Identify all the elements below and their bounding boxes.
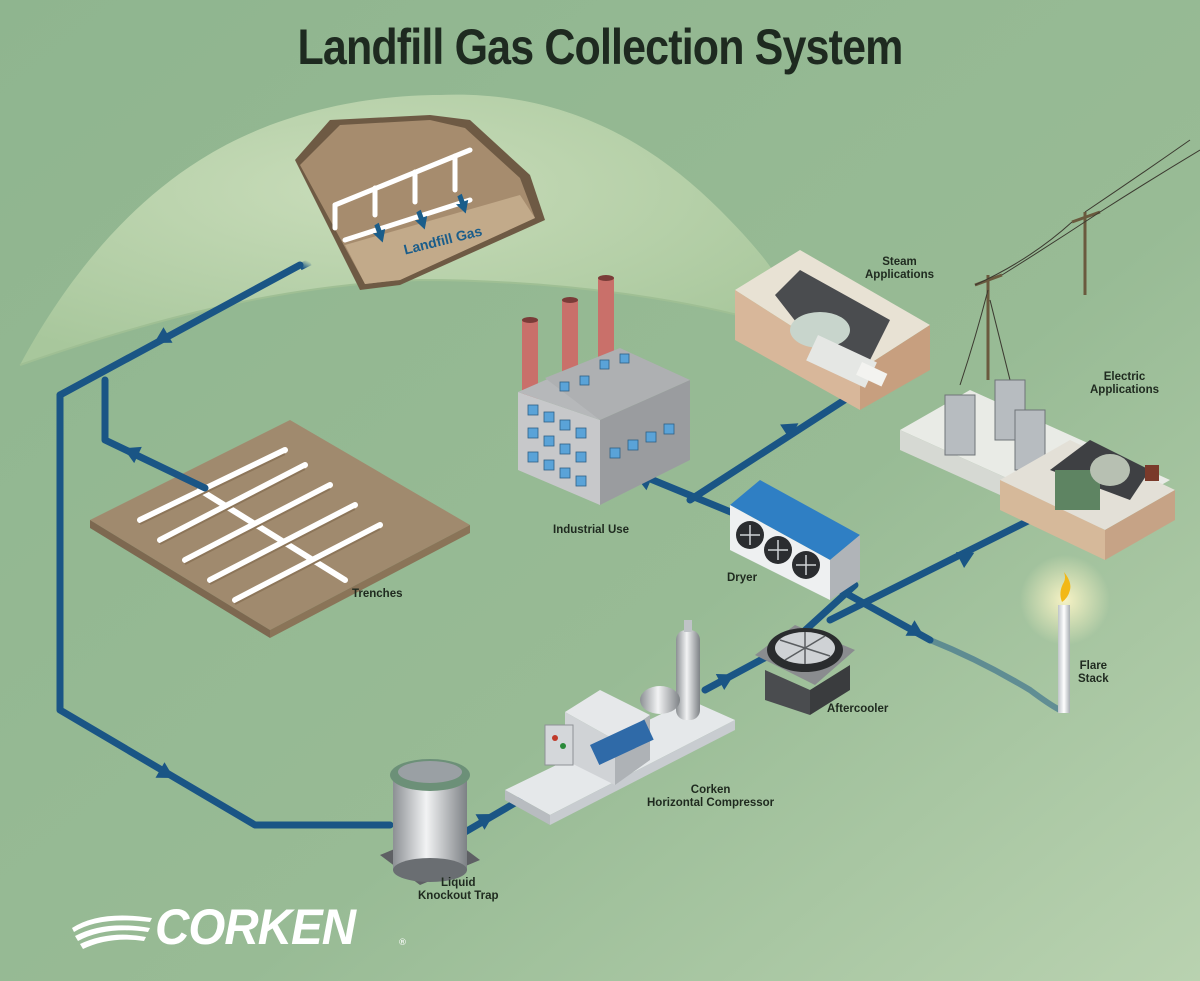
trenches-label: Trenches [352, 588, 403, 601]
corken-logo: CORKEN [155, 898, 355, 956]
page-title: Landfill Gas Collection System [84, 18, 1116, 76]
aftercooler-label: Aftercooler [827, 703, 888, 716]
knockout-trap-icon [380, 759, 480, 885]
industrial-use-label: Industrial Use [553, 524, 629, 537]
dryer-label: Dryer [727, 572, 757, 585]
registered-mark: ® [398, 938, 407, 948]
